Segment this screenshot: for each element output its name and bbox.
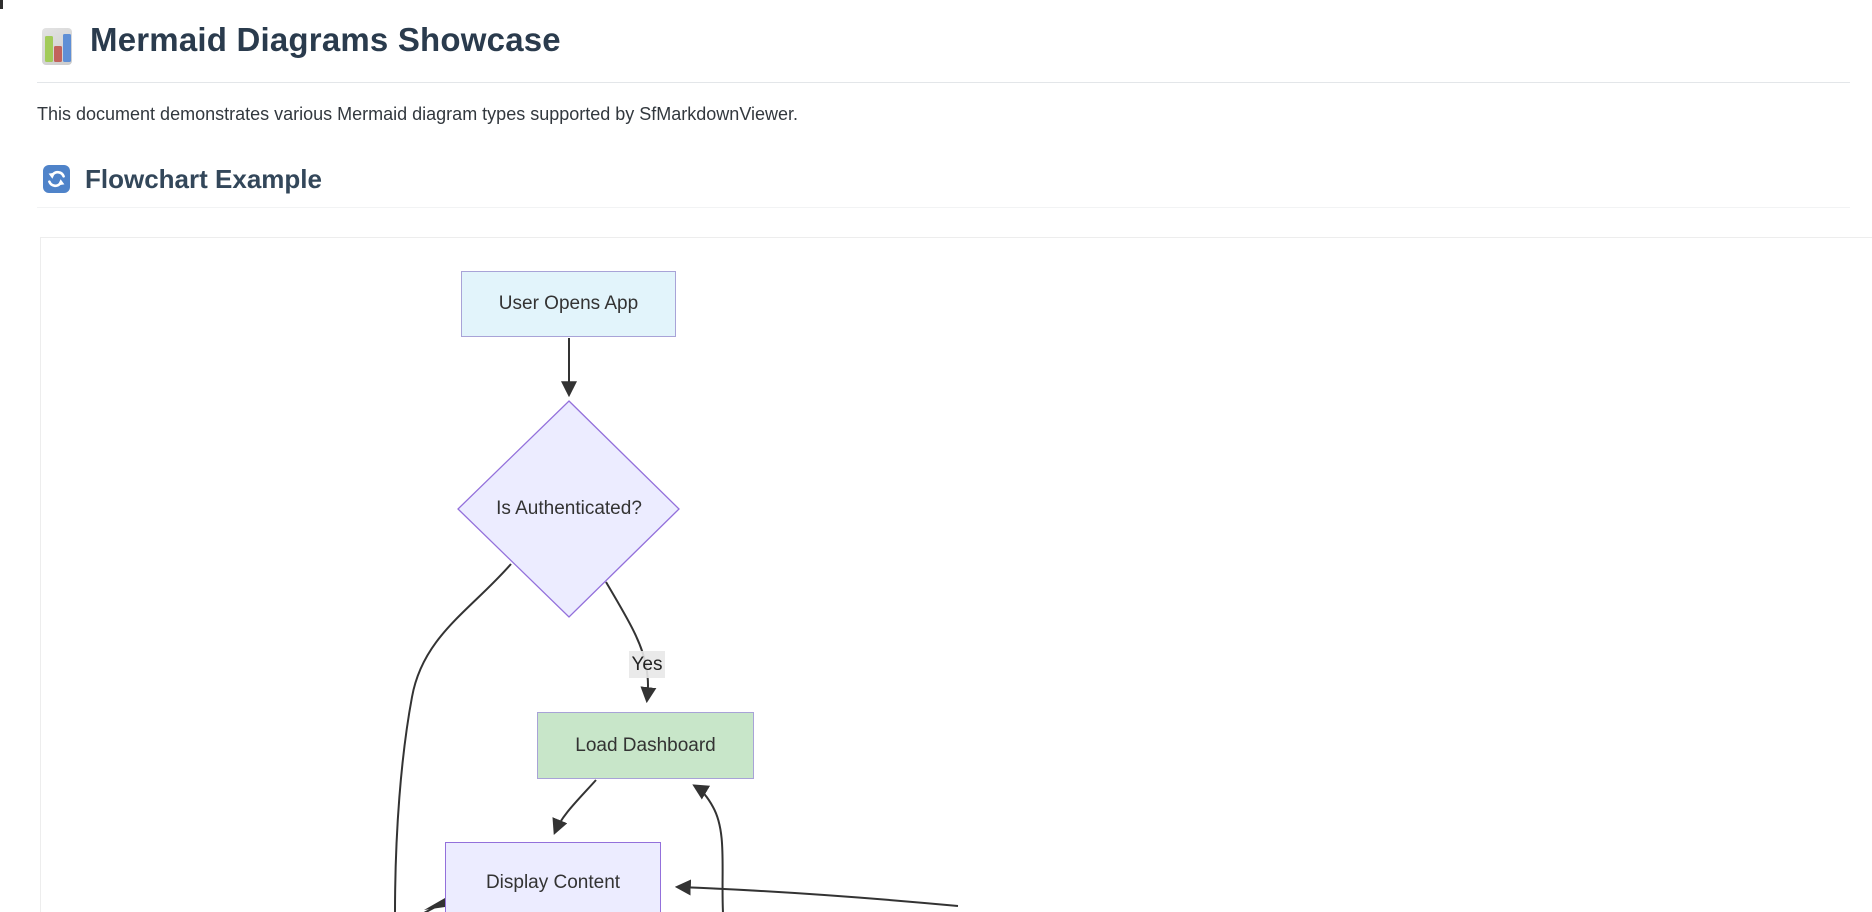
intro-paragraph: This document demonstrates various Merma…	[37, 104, 799, 124]
bar-chart-icon-green-bar	[45, 36, 53, 62]
title-divider	[37, 82, 1850, 83]
window-edge-artifact	[0, 0, 3, 9]
node-label: User Opens App	[498, 293, 639, 314]
bar-chart-icon-blue-bar	[63, 34, 71, 62]
edge-label-text: Yes	[631, 653, 663, 675]
edge-display-exit-arrowhead	[424, 898, 445, 910]
flowchart-node-display-content: Display Content	[445, 842, 661, 912]
page-title: Mermaid Diagrams Showcase	[90, 21, 561, 58]
edge-offscreen-to-load	[692, 784, 724, 912]
flowchart-edge-layer	[394, 338, 959, 912]
edge-offscreen-to-display	[674, 879, 959, 907]
refresh-icon	[43, 165, 70, 193]
bar-chart-icon	[42, 28, 72, 65]
flowchart-node-user-opens-app: User Opens App	[461, 271, 676, 337]
node-label: Load Dashboard	[575, 734, 716, 756]
section-title-flowchart: Flowchart Example	[85, 164, 322, 194]
edge-auth-yes-to-load	[605, 581, 657, 704]
node-label: Display Content	[485, 872, 621, 893]
bar-chart-icon-red-bar	[54, 46, 62, 62]
flowchart-diagram-canvas: User Opens App Is Authenticated? Yes Loa…	[40, 237, 1872, 912]
edge-load-to-display	[552, 779, 597, 835]
node-label: Is Authenticated?	[496, 498, 642, 519]
edge-label-yes: Yes	[629, 651, 665, 678]
section-divider	[37, 207, 1850, 208]
decision-diamond-shape	[457, 400, 680, 618]
flowchart-node-is-authenticated-label: Is Authenticated?	[479, 495, 659, 523]
edge-auth-no-branch	[394, 563, 512, 912]
flowchart-node-load-dashboard: Load Dashboard	[537, 712, 754, 779]
